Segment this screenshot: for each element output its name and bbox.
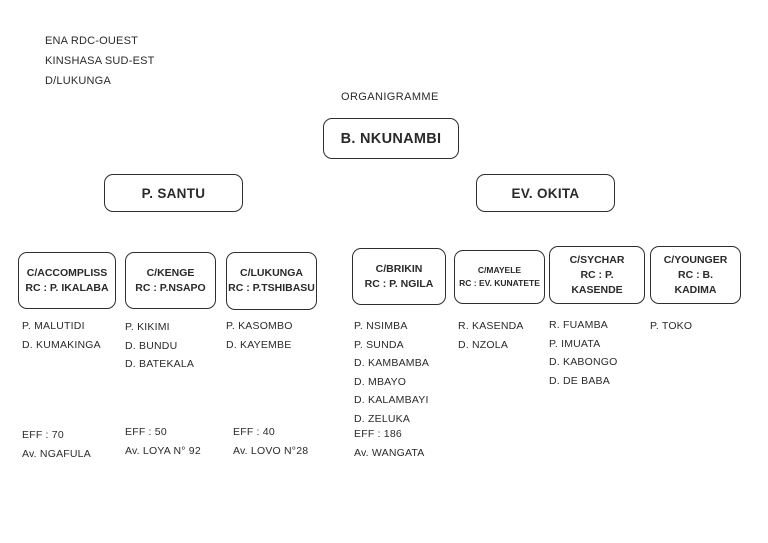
member-name: D. BUNDU [125,339,178,352]
eff-label: EFF : 50 [125,426,167,438]
dept-rc-2: KASENDE [571,283,623,296]
dept-name: C/SYCHAR [569,253,625,266]
eff-label: EFF : 186 [354,428,402,440]
dept-name: C/ACCOMPLISS [26,266,108,279]
member-name: D. BATEKALA [125,358,195,370]
org-box-lukunga: C/LUKUNGA RC : P.TSHIBASU [226,252,317,310]
member-name: D. KALAMBAYI [354,394,429,406]
address-label: Av. LOYA N° 92 [125,444,201,457]
member-name: P. KASOMBO [226,320,293,332]
org-box-mayele: C/MAYELE RC : EV. KUNATETE [454,250,545,304]
member-list-kenge: P. KIKIMI D. BUNDU D. BATEKALA [125,318,194,374]
eff-block-lukunga: EFF : 40 Av. LOVO N°28 [233,423,308,460]
member-name: D. DE BABA [549,374,610,387]
member-name: R. FUAMBA [549,319,608,331]
org-box-accompliss: C/ACCOMPLISS RC : P. IKALABA [18,252,116,309]
org-box-okita: EV. OKITA [476,174,615,212]
member-list-lukunga: P. KASOMBO D. KAYEMBE [226,317,293,354]
org-box-root: B. NKUNAMBI [323,118,459,159]
org-box-root-label: B. NKUNAMBI [340,130,442,147]
member-list-brikin: P. NSIMBA P. SUNDA D. KAMBAMBA D. MBAYO … [354,317,429,428]
member-name: P. MALUTIDI [22,320,85,332]
member-name: P. TOKO [650,320,693,332]
eff-label: EFF : 40 [233,426,275,438]
member-name: D. KABONGO [549,356,618,368]
header-line-2: KINSHASA SUD-EST [45,55,155,67]
member-name: P. KIKIMI [125,321,170,333]
eff-label: EFF : 70 [22,429,64,441]
dept-name: C/YOUNGER [663,253,728,266]
dept-name: C/KENGE [146,266,195,279]
eff-block-kenge: EFF : 50 Av. LOYA N° 92 [125,423,201,460]
dept-name: C/LUKUNGA [240,267,303,279]
member-name: D. ZELUKA [354,412,411,425]
dept-name: C/BRIKIN [375,262,423,275]
member-name: D. NZOLA [458,338,509,351]
org-box-kenge: C/KENGE RC : P.NSAPO [125,252,216,309]
member-list-mayele: R. KASENDA D. NZOLA [458,317,524,354]
header-line-3: D/LUKUNGA [45,75,111,87]
org-box-sychar: C/SYCHAR RC : P. KASENDE [549,246,645,304]
org-box-santu-label: P. SANTU [141,185,206,201]
member-list-younger: P. TOKO [650,317,692,336]
dept-rc: RC : P. IKALABA [25,281,109,294]
page-title: ORGANIGRAMME [341,91,439,103]
dept-rc: RC : EV. KUNATETE [459,278,540,288]
document-header: ENA RDC-OUEST KINSHASA SUD-EST D/LUKUNGA [45,31,155,91]
org-box-brikin: C/BRIKIN RC : P. NGILA [352,248,446,305]
member-name: D. KAYEMBE [226,338,292,351]
address-label: Av. WANGATA [354,446,425,459]
member-name: D. KAMBAMBA [354,357,430,369]
member-name: P. NSIMBA [354,320,408,332]
eff-block-brikin: EFF : 186 Av. WANGATA [354,425,424,462]
address-label: Av. LOVO N°28 [233,444,309,457]
dept-rc: RC : P. NGILA [364,277,434,290]
eff-block-accompliss: EFF : 70 Av. NGAFULA [22,426,91,463]
header-line-1: ENA RDC-OUEST [45,35,139,47]
member-name: P. IMUATA [549,337,601,350]
member-name: P. SUNDA [354,338,404,351]
dept-rc: RC : B. [678,268,713,281]
dept-rc: RC : P.NSAPO [135,281,206,294]
org-box-okita-label: EV. OKITA [511,185,580,201]
dept-rc-2: KADIMA [674,283,717,296]
member-name: D. KUMAKINGA [22,338,101,351]
address-label: Av. NGAFULA [22,447,91,460]
member-list-accompliss: P. MALUTIDI D. KUMAKINGA [22,317,101,354]
dept-name: C/MAYELE [477,265,522,275]
member-list-sychar: R. FUAMBA P. IMUATA D. KABONGO D. DE BAB… [549,316,618,390]
dept-rc: RC : P. [580,268,614,281]
member-name: R. KASENDA [458,320,524,332]
member-name: D. MBAYO [354,375,407,388]
dept-rc: RC : P.TSHIBASU [228,282,315,294]
org-box-santu: P. SANTU [104,174,243,212]
org-box-younger: C/YOUNGER RC : B. KADIMA [650,246,741,304]
